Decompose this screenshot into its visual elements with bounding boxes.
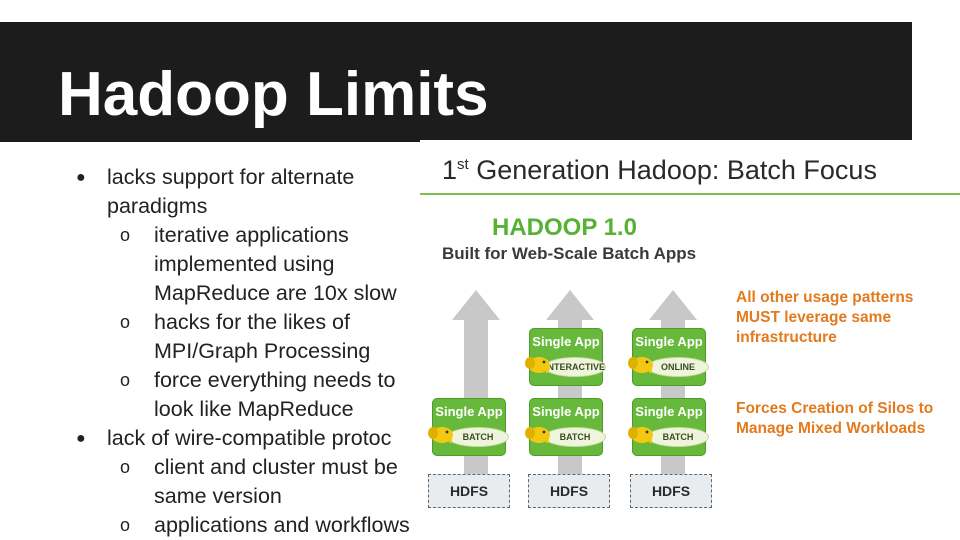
bullet-text: MapReduce are 10x slow <box>154 281 397 305</box>
sub-bullet-mark: o <box>120 370 131 390</box>
note-line: Manage Mixed Workloads <box>736 420 926 437</box>
hadoop-elephant-icon <box>525 357 550 373</box>
sub-bullet-mark: o <box>120 225 131 245</box>
diagram-subheading: Built for Web-Scale Batch Apps <box>442 244 697 263</box>
bullet-text: implemented using <box>154 252 335 276</box>
hadoop-elephant-icon <box>428 427 453 443</box>
up-arrow-1 <box>452 290 500 402</box>
arrow-stem-2b <box>558 456 582 474</box>
app-box-online: Single App ONLINE <box>628 328 709 386</box>
note-line: All other usage patterns <box>736 289 914 306</box>
app-title: Single App <box>635 334 703 349</box>
title-rest: Generation Hadoop: Batch Focus <box>468 155 877 185</box>
arrow-stem-3b <box>661 456 685 474</box>
bullet-text: MPI/Graph Processing <box>154 339 371 363</box>
title-rule <box>420 193 960 195</box>
sub-bullet-item: o client and cluster must be <box>0 453 460 482</box>
hdfs-box-3: HDFS <box>630 474 712 508</box>
bullet-text: force everything needs to <box>154 368 396 392</box>
bullet-continuation: look like MapReduce <box>0 395 460 424</box>
sub-bullet-mark: o <box>120 312 131 332</box>
app-title: Single App <box>435 404 503 419</box>
bullet-text: client and cluster must be <box>154 455 398 479</box>
app-box-batch-2: Single App BATCH <box>525 398 606 456</box>
bullet-continuation: same version <box>0 482 460 511</box>
diagram-title: 1st Generation Hadoop: Batch Focus <box>442 148 877 187</box>
note-line: MUST leverage same <box>736 309 892 326</box>
sub-bullet-item: o iterative applications <box>0 221 460 250</box>
app-label: BATCH <box>447 427 509 447</box>
hadoop-diagram-image: 1st Generation Hadoop: Batch Focus HADOO… <box>420 140 960 540</box>
bullet-text: look like MapReduce <box>154 397 354 421</box>
hdfs-box-1: HDFS <box>428 474 510 508</box>
title-superscript: st <box>457 156 469 173</box>
bullet-item: ● lacks support for alternate <box>0 163 460 192</box>
app-title: Single App <box>532 334 600 349</box>
app-label: INTERACTIVE <box>544 357 606 377</box>
sub-bullet-item: o applications and workflows <box>0 511 460 540</box>
app-label: BATCH <box>647 427 709 447</box>
app-box-batch-1: Single App BATCH <box>428 398 509 456</box>
sub-bullet-item: o force everything needs to <box>0 366 460 395</box>
arrow-stem-1b <box>464 456 488 474</box>
bullet-continuation: MPI/Graph Processing <box>0 337 460 366</box>
bullet-text: lack of wire-compatible protoc <box>107 426 392 450</box>
app-title: Single App <box>532 404 600 419</box>
hadoop-elephant-icon <box>628 357 653 373</box>
app-box-batch-3: Single App BATCH <box>628 398 709 456</box>
slide-title: Hadoop Limits <box>58 60 489 129</box>
note-usage-patterns: All other usage patterns MUST leverage s… <box>736 288 913 348</box>
sub-bullet-mark: o <box>120 457 131 477</box>
hadoop-elephant-icon <box>628 427 653 443</box>
bullet-continuation: MapReduce are 10x slow <box>0 279 460 308</box>
hadoop-elephant-icon <box>525 427 550 443</box>
bullet-text: paradigms <box>107 194 208 218</box>
bullet-text: hacks for the likes of <box>154 310 350 334</box>
app-box-interactive: Single App INTERACTIVE <box>525 328 606 386</box>
note-line: infrastructure <box>736 329 837 346</box>
note-silos: Forces Creation of Silos to Manage Mixed… <box>736 399 933 439</box>
up-arrow-3 <box>649 290 697 332</box>
hdfs-box-2: HDFS <box>528 474 610 508</box>
bullet-continuation: paradigms <box>0 192 460 221</box>
app-label: ONLINE <box>647 357 709 377</box>
bullet-continuation: implemented using <box>0 250 460 279</box>
diagram-heading: HADOOP 1.0 <box>492 214 637 241</box>
app-label: BATCH <box>544 427 606 447</box>
title-bar <box>0 22 912 142</box>
sub-bullet-item: o hacks for the likes of <box>0 308 460 337</box>
note-line: Forces Creation of Silos to <box>736 400 934 417</box>
app-title: Single App <box>635 404 703 419</box>
bullet-text: iterative applications <box>154 223 349 247</box>
bullet-mark: ● <box>76 169 86 186</box>
bullet-item: ● lack of wire-compatible protoc <box>0 424 460 453</box>
stack-arrows <box>452 290 697 474</box>
bullet-text: applications and workflows <box>154 513 410 537</box>
sub-bullet-mark: o <box>120 515 131 535</box>
bullet-text: lacks support for alternate <box>107 165 355 189</box>
bullet-text: same version <box>154 484 282 508</box>
up-arrow-2 <box>546 290 594 332</box>
title-prefix: 1 <box>442 155 458 185</box>
bullet-mark: ● <box>76 430 86 447</box>
